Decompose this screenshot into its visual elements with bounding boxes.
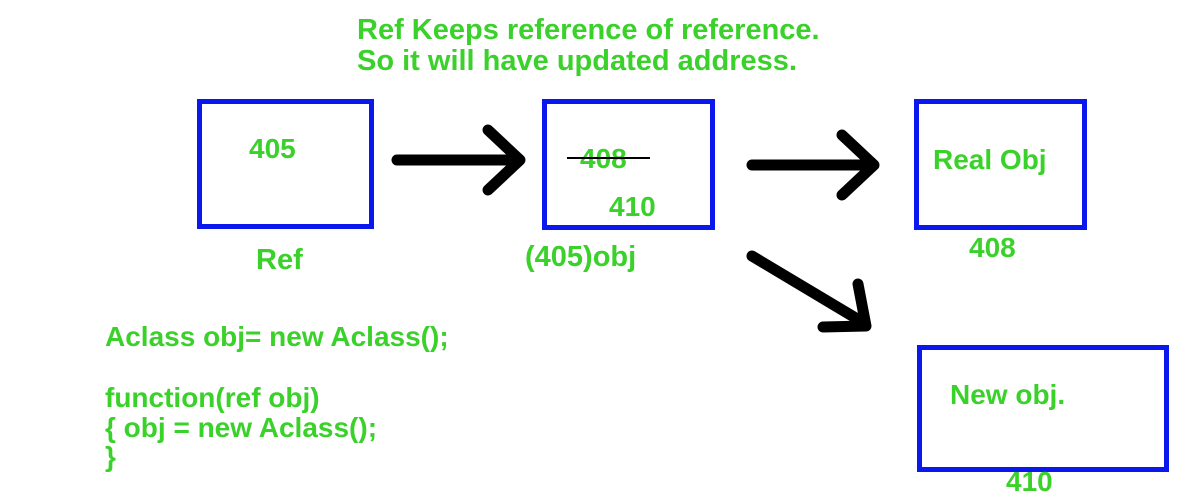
obj-box-new-value: 410 — [609, 191, 656, 222]
ref-box — [197, 99, 374, 229]
new-obj-address: 410 — [1006, 466, 1053, 497]
code-line-1: Aclass obj= new Aclass(); — [105, 321, 449, 352]
arrow-obj-to-new-obj — [746, 250, 872, 333]
code-line-2: function(ref obj) — [105, 382, 320, 413]
obj-label: (405)obj — [525, 241, 637, 273]
ref-label: Ref — [256, 244, 303, 276]
real-obj-address: 408 — [969, 232, 1016, 263]
arrow-ref-to-obj — [391, 124, 526, 196]
header-line-2: So it will have updated address. — [357, 45, 797, 77]
arrow-obj-to-real-obj — [746, 129, 880, 201]
header-line-1: Ref Keeps reference of reference. — [357, 14, 820, 46]
code-line-4: } — [105, 441, 116, 472]
obj-box — [542, 99, 715, 230]
real-obj-box — [914, 99, 1087, 230]
code-line-3: { obj = new Aclass(); — [105, 412, 378, 443]
new-obj-box — [917, 345, 1169, 472]
obj-box-strikethrough — [567, 157, 650, 159]
ref-box-value: 405 — [249, 133, 296, 164]
new-obj-text: New obj. — [950, 379, 1066, 410]
real-obj-text: Real Obj — [933, 144, 1047, 175]
